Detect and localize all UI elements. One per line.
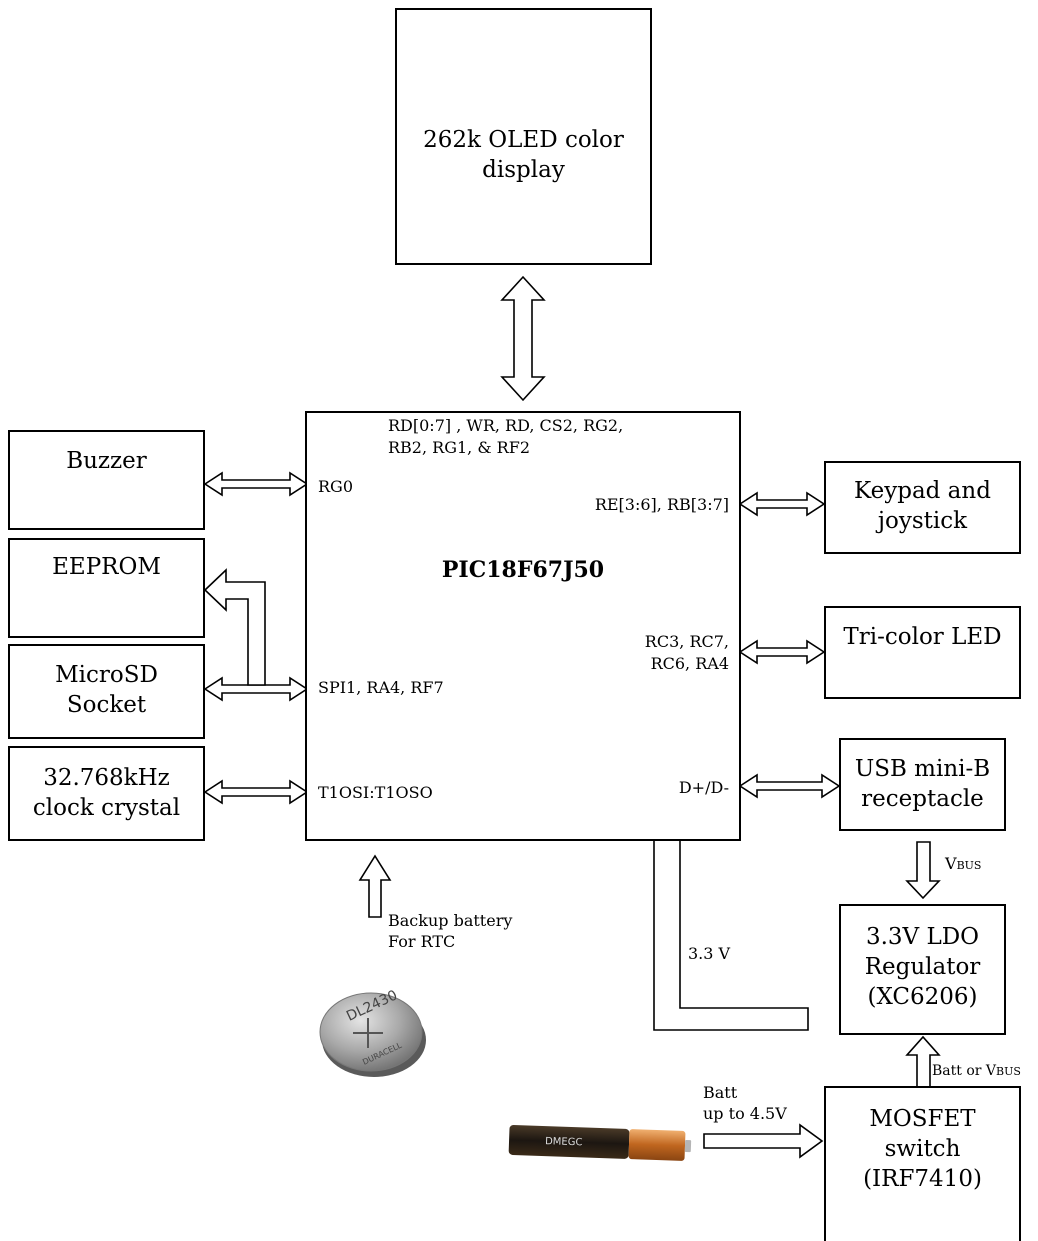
- pin-buzzer: RG0: [318, 477, 354, 496]
- usb-block: USB mini-B receptacle: [839, 738, 1006, 831]
- coin-cell-battery-image: DL2430 DURACELL: [319, 987, 426, 1077]
- led-label: Tri-color LED: [843, 624, 1002, 650]
- usb-label: USB mini-B receptacle: [854, 756, 991, 812]
- eeprom-label: EEPROM: [52, 554, 161, 580]
- buzzer-label: Buzzer: [66, 448, 147, 474]
- microsd-label: MicroSD Socket: [55, 662, 158, 718]
- ldo-label: 3.3V LDO Regulator (XC6206): [864, 924, 981, 1010]
- mosfet-label: MOSFET switch (IRF7410): [863, 1106, 982, 1192]
- usb-arrow: [738, 773, 841, 799]
- microsd-block: MicroSD Socket: [8, 644, 205, 739]
- keypad-block: Keypad and joystick: [824, 461, 1021, 554]
- svg-text:DMEGC: DMEGC: [545, 1136, 583, 1148]
- ldo-block: 3.3V LDO Regulator (XC6206): [839, 904, 1006, 1035]
- pin-display-bus: RD[0:7] , WR, RD, CS2, RG2, RB2, RG1, & …: [388, 416, 624, 457]
- oled-bus-arrow: [500, 275, 546, 402]
- crystal-label: 32.768kHz clock crystal: [32, 765, 181, 821]
- oled-display-label: 262k OLED color display: [423, 127, 624, 183]
- pin-spi: SPI1, RA4, RF7: [318, 678, 444, 697]
- backup-arrow: [358, 854, 392, 918]
- eeprom-arrow: [203, 568, 266, 686]
- backup-battery-label: Backup battery For RTC: [388, 911, 513, 951]
- supply-voltage-label: 3.3 V: [688, 944, 731, 963]
- aaa-battery-image: DMEGC: [508, 1124, 692, 1161]
- mcu-label: PIC18F67J50: [441, 557, 605, 583]
- batt-label: Batt up to 4.5V: [703, 1083, 787, 1123]
- crystal-arrow: [203, 779, 309, 805]
- eeprom-block: EEPROM: [8, 538, 205, 638]
- pin-rtc: T1OSI:T1OSO: [318, 783, 433, 802]
- crystal-block: 32.768kHz clock crystal: [8, 746, 205, 841]
- led-arrow: [738, 639, 826, 665]
- mosfet-block: MOSFET switch (IRF7410): [824, 1086, 1021, 1241]
- pin-keypad: RE[3:6], RB[3:7]: [594, 495, 729, 514]
- pin-usb: D+/D-: [678, 778, 729, 797]
- oled-display-block: 262k OLED color display: [395, 8, 652, 265]
- pin-led: RC3, RC7, RC6, RA4: [644, 632, 729, 673]
- vbus-arrow: [905, 841, 941, 900]
- vbus-label: VBUS: [945, 854, 982, 873]
- buzzer-block: Buzzer: [8, 430, 205, 530]
- batt-or-vbus-label: Batt or VBUS: [932, 1063, 1021, 1079]
- batt-arrow: [703, 1123, 824, 1159]
- buzzer-arrow: [203, 471, 309, 497]
- led-block: Tri-color LED: [824, 606, 1021, 699]
- mcu-block: PIC18F67J50 RD[0:7] , WR, RD, CS2, RG2, …: [305, 411, 741, 841]
- keypad-label: Keypad and joystick: [854, 478, 991, 534]
- keypad-arrow: [738, 491, 826, 517]
